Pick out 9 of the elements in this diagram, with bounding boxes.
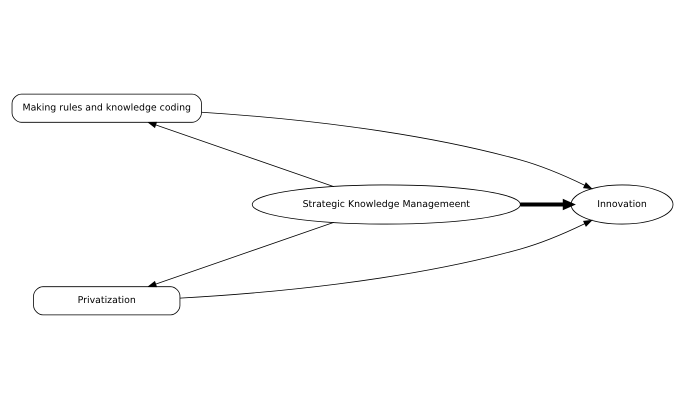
arrow (201, 112, 593, 190)
arrow (147, 222, 334, 288)
arrow (520, 198, 576, 210)
node-ellipse: Strategic Knowledge Managemeent (252, 184, 521, 224)
arrow (180, 220, 593, 298)
arrow (147, 122, 334, 187)
node-box: Making rules and knowledge coding (12, 94, 202, 123)
node-ellipse: Innovation (570, 184, 674, 224)
node-box: Privatization (33, 286, 180, 316)
